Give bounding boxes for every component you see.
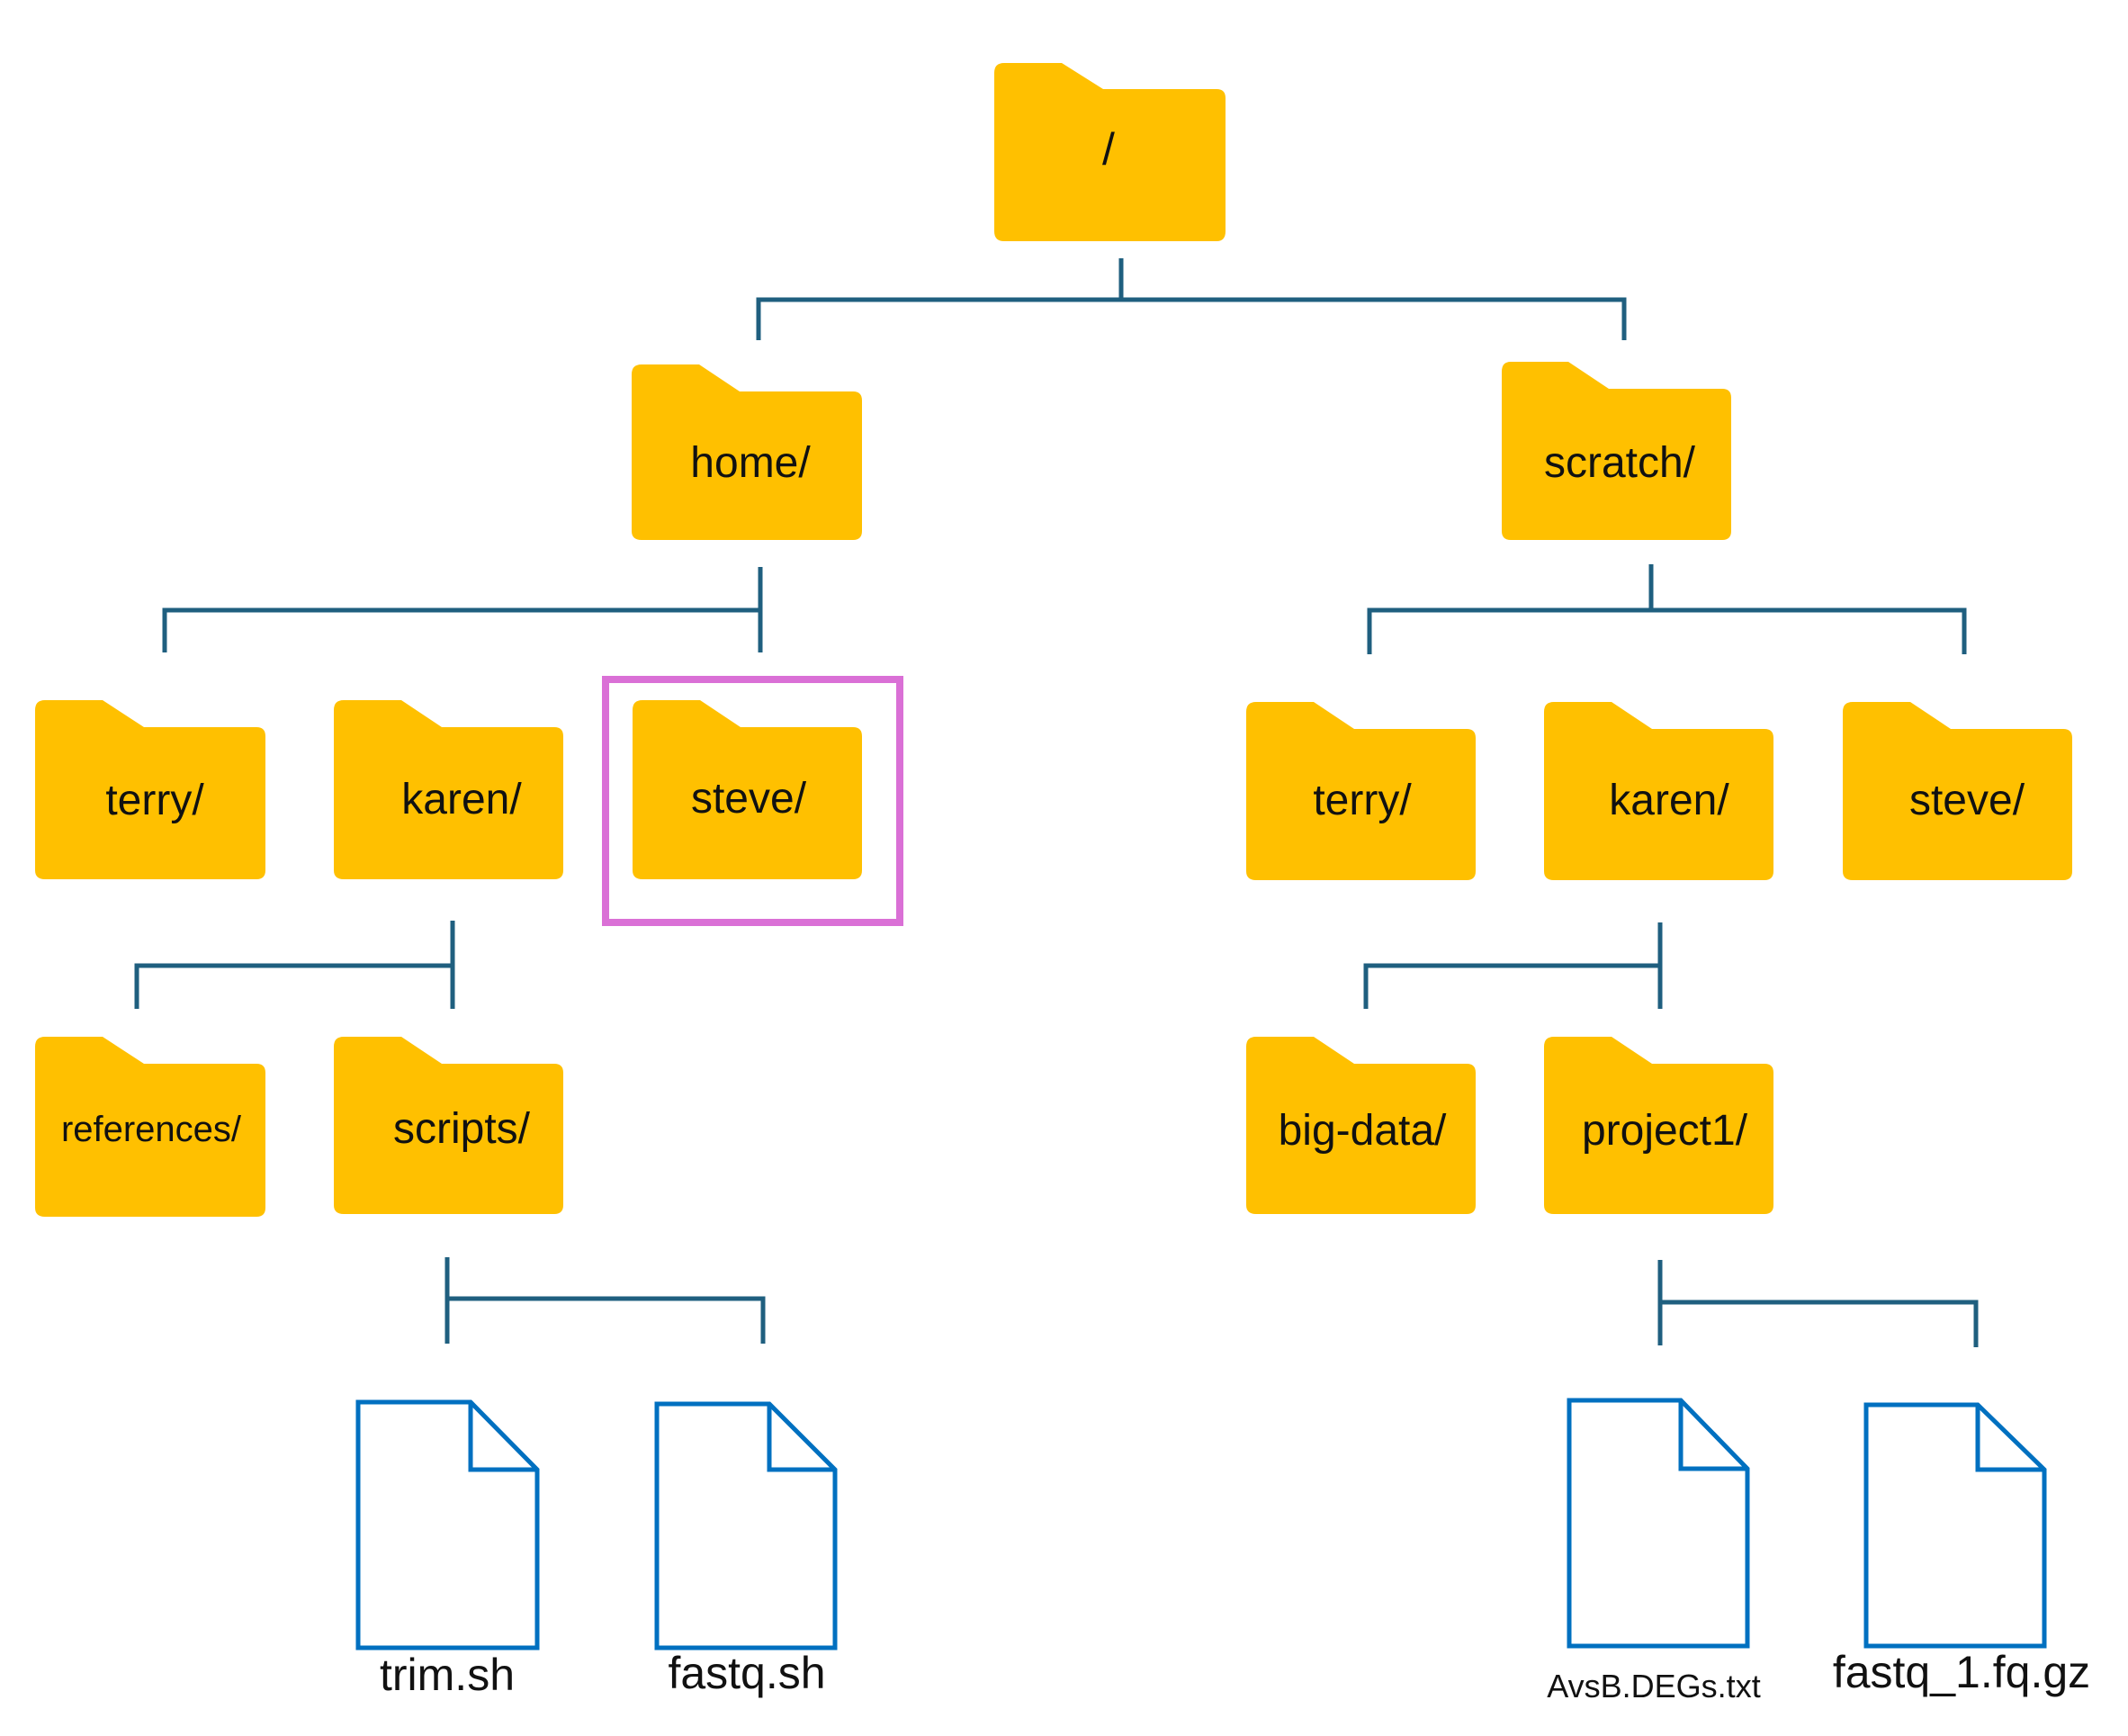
folder-scratch-karen[interactable]: karen/ xyxy=(1544,702,1773,880)
folder-icon xyxy=(1544,1037,1773,1214)
folder-home[interactable]: home/ xyxy=(632,364,862,540)
folder-scratch-steve[interactable]: steve/ xyxy=(1843,702,2072,880)
file-icon xyxy=(355,1399,540,1651)
folder-big-data[interactable]: big-data/ xyxy=(1246,1037,1476,1214)
folder-icon xyxy=(1843,702,2072,880)
file-fastq-sh[interactable]: fastq.sh xyxy=(654,1401,838,1698)
folder-icon xyxy=(334,700,563,879)
folder-label: karen/ xyxy=(401,776,522,823)
file-label: trim.sh xyxy=(380,1650,515,1700)
folder-label: scratch/ xyxy=(1544,439,1696,487)
connector-scratch xyxy=(1367,564,1967,654)
folder-icon xyxy=(1502,362,1731,540)
file-fastq-1-fq-gz[interactable]: fastq_1.fq.gz xyxy=(1833,1402,2090,1697)
folder-label: scripts/ xyxy=(393,1105,531,1153)
folder-scripts[interactable]: scripts/ xyxy=(334,1037,563,1214)
folder-label: karen/ xyxy=(1609,777,1729,824)
folder-label: project1/ xyxy=(1582,1107,1748,1155)
file-avsb-degs-txt[interactable]: AvsB.DEGs.txt xyxy=(1547,1398,1761,1705)
connectors xyxy=(134,258,1979,1347)
file-icon xyxy=(1567,1398,1750,1649)
file-label: AvsB.DEGs.txt xyxy=(1547,1668,1760,1705)
folder-icon xyxy=(633,700,862,879)
folder-icon xyxy=(35,700,265,879)
file-trim-sh[interactable]: trim.sh xyxy=(355,1399,540,1700)
folder-label: terry/ xyxy=(105,777,204,824)
folders: / home/ scratch/ terry/ karen/ steve/ xyxy=(35,63,2072,1217)
folder-label: home/ xyxy=(690,439,811,487)
files: trim.sh fastq.sh AvsB.DEGs.txt fastq_1.f… xyxy=(355,1398,2090,1705)
folder-label: / xyxy=(1102,124,1115,175)
folder-icon xyxy=(1246,702,1476,880)
connector-home-karen xyxy=(134,921,455,1009)
folder-icon xyxy=(1544,702,1773,880)
file-label: fastq.sh xyxy=(668,1648,825,1698)
highlight-box xyxy=(602,676,903,926)
folder-icon xyxy=(632,364,862,540)
file-icon xyxy=(1863,1402,2047,1649)
folder-root[interactable]: / xyxy=(994,63,1226,241)
folder-home-karen[interactable]: karen/ xyxy=(334,700,563,879)
folder-home-terry[interactable]: terry/ xyxy=(35,700,265,879)
folder-label: steve/ xyxy=(1909,777,2025,824)
folder-icon xyxy=(334,1037,563,1214)
connector-project1 xyxy=(1657,1260,1979,1347)
folder-home-steve[interactable]: steve/ xyxy=(602,676,903,926)
folder-icon xyxy=(35,1037,265,1217)
connector-scripts xyxy=(444,1257,766,1344)
file-icon xyxy=(654,1401,838,1651)
connector-home xyxy=(162,567,763,652)
folder-label: steve/ xyxy=(691,775,807,823)
folder-scratch-terry[interactable]: terry/ xyxy=(1246,702,1476,880)
connector-root xyxy=(756,258,1627,340)
folder-label: references/ xyxy=(61,1110,242,1149)
folder-references[interactable]: references/ xyxy=(35,1037,265,1217)
connector-scratch-karen xyxy=(1363,922,1663,1009)
folder-label: terry/ xyxy=(1313,777,1412,824)
folder-icon xyxy=(1246,1037,1476,1214)
folder-scratch[interactable]: scratch/ xyxy=(1502,362,1731,540)
folder-icon xyxy=(994,63,1226,241)
file-label: fastq_1.fq.gz xyxy=(1833,1647,2090,1697)
folder-project1[interactable]: project1/ xyxy=(1544,1037,1773,1214)
folder-label: big-data/ xyxy=(1279,1107,1447,1155)
